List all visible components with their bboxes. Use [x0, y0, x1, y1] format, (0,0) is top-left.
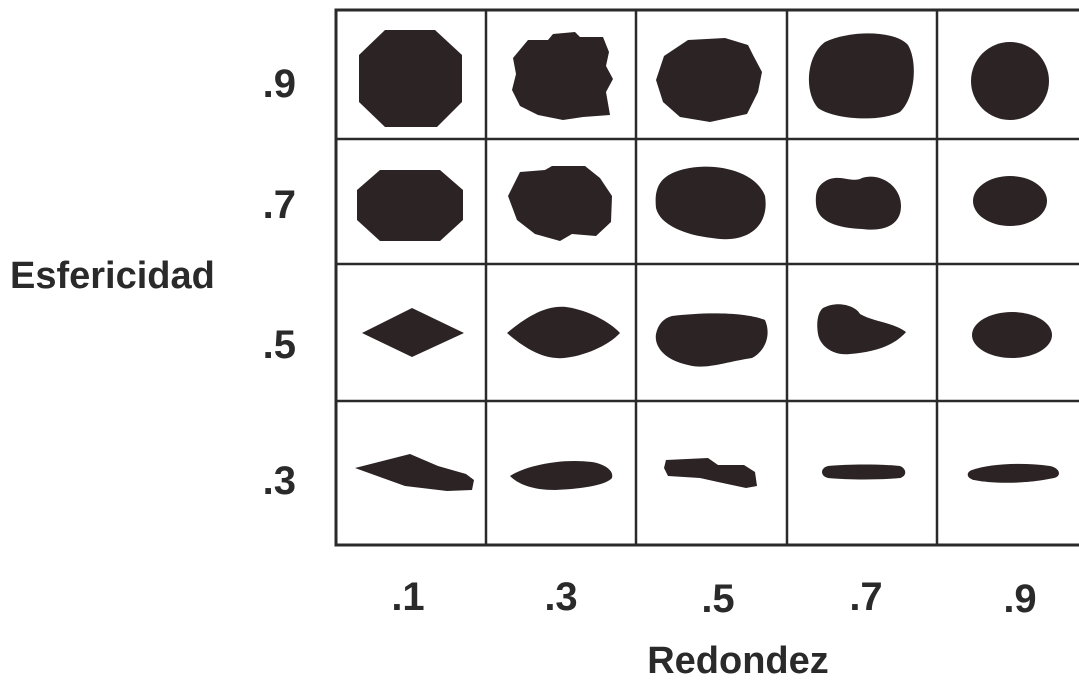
sphericity-0.3-roundness-0.1-grain-icon: [355, 454, 474, 491]
grain-row-0: [359, 30, 1049, 127]
sphericity-0.3-roundness-0.7-grain-icon: [822, 464, 906, 480]
sphericity-0.9-roundness-0.1-grain-icon: [359, 30, 462, 127]
sphericity-0.3-roundness-0.3-grain-icon: [510, 460, 613, 490]
sphericity-0.3-roundness-0.9-grain-icon: [967, 463, 1059, 483]
y-tick-label: .3: [263, 459, 296, 503]
sphericity-0.3-roundness-0.5-grain-icon: [664, 458, 757, 488]
grain-row-2: [362, 304, 1052, 367]
sphericity-0.5-roundness-0.5-grain-icon: [655, 313, 768, 367]
sphericity-0.9-roundness-0.7-grain-icon: [808, 33, 914, 119]
x-tick-label: .1: [391, 575, 424, 619]
x-axis-title: Redondez: [647, 640, 829, 682]
x-tick-label: .7: [849, 575, 882, 619]
sphericity-0.7-roundness-0.3-grain-icon: [508, 166, 612, 241]
grid-frame: [334, 8, 1079, 547]
sphericity-0.9-roundness-0.9-grain-icon: [971, 42, 1049, 120]
sphericity-0.9-roundness-0.3-grain-icon: [512, 32, 613, 120]
grid: [334, 8, 1079, 547]
sphericity-0.7-roundness-0.7-grain-icon: [815, 176, 901, 230]
sphericity-0.5-roundness-0.1-grain-icon: [362, 308, 464, 357]
y-tick-label: .5: [263, 323, 296, 367]
x-tick-label: .9: [1003, 577, 1036, 621]
x-tick-label: .3: [544, 575, 577, 619]
grain-row-3: [355, 454, 1059, 491]
sphericity-0.7-roundness-0.1-grain-icon: [357, 170, 463, 241]
sphericity-0.7-roundness-0.9-grain-icon: [973, 176, 1047, 226]
sphericity-0.7-roundness-0.5-grain-icon: [655, 166, 766, 240]
y-axis-title: Esfericidad: [10, 255, 215, 297]
sphericity-0.9-roundness-0.5-grain-icon: [656, 38, 762, 122]
y-tick-label: .7: [263, 183, 296, 227]
sphericity-0.5-roundness-0.3-grain-icon: [507, 306, 620, 359]
sphericity-0.5-roundness-0.7-grain-icon: [817, 304, 906, 355]
grain-row-1: [357, 166, 1047, 241]
x-tick-label: .5: [701, 577, 734, 621]
y-tick-label: .9: [263, 62, 296, 106]
sphericity-0.5-roundness-0.9-grain-icon: [972, 312, 1052, 358]
